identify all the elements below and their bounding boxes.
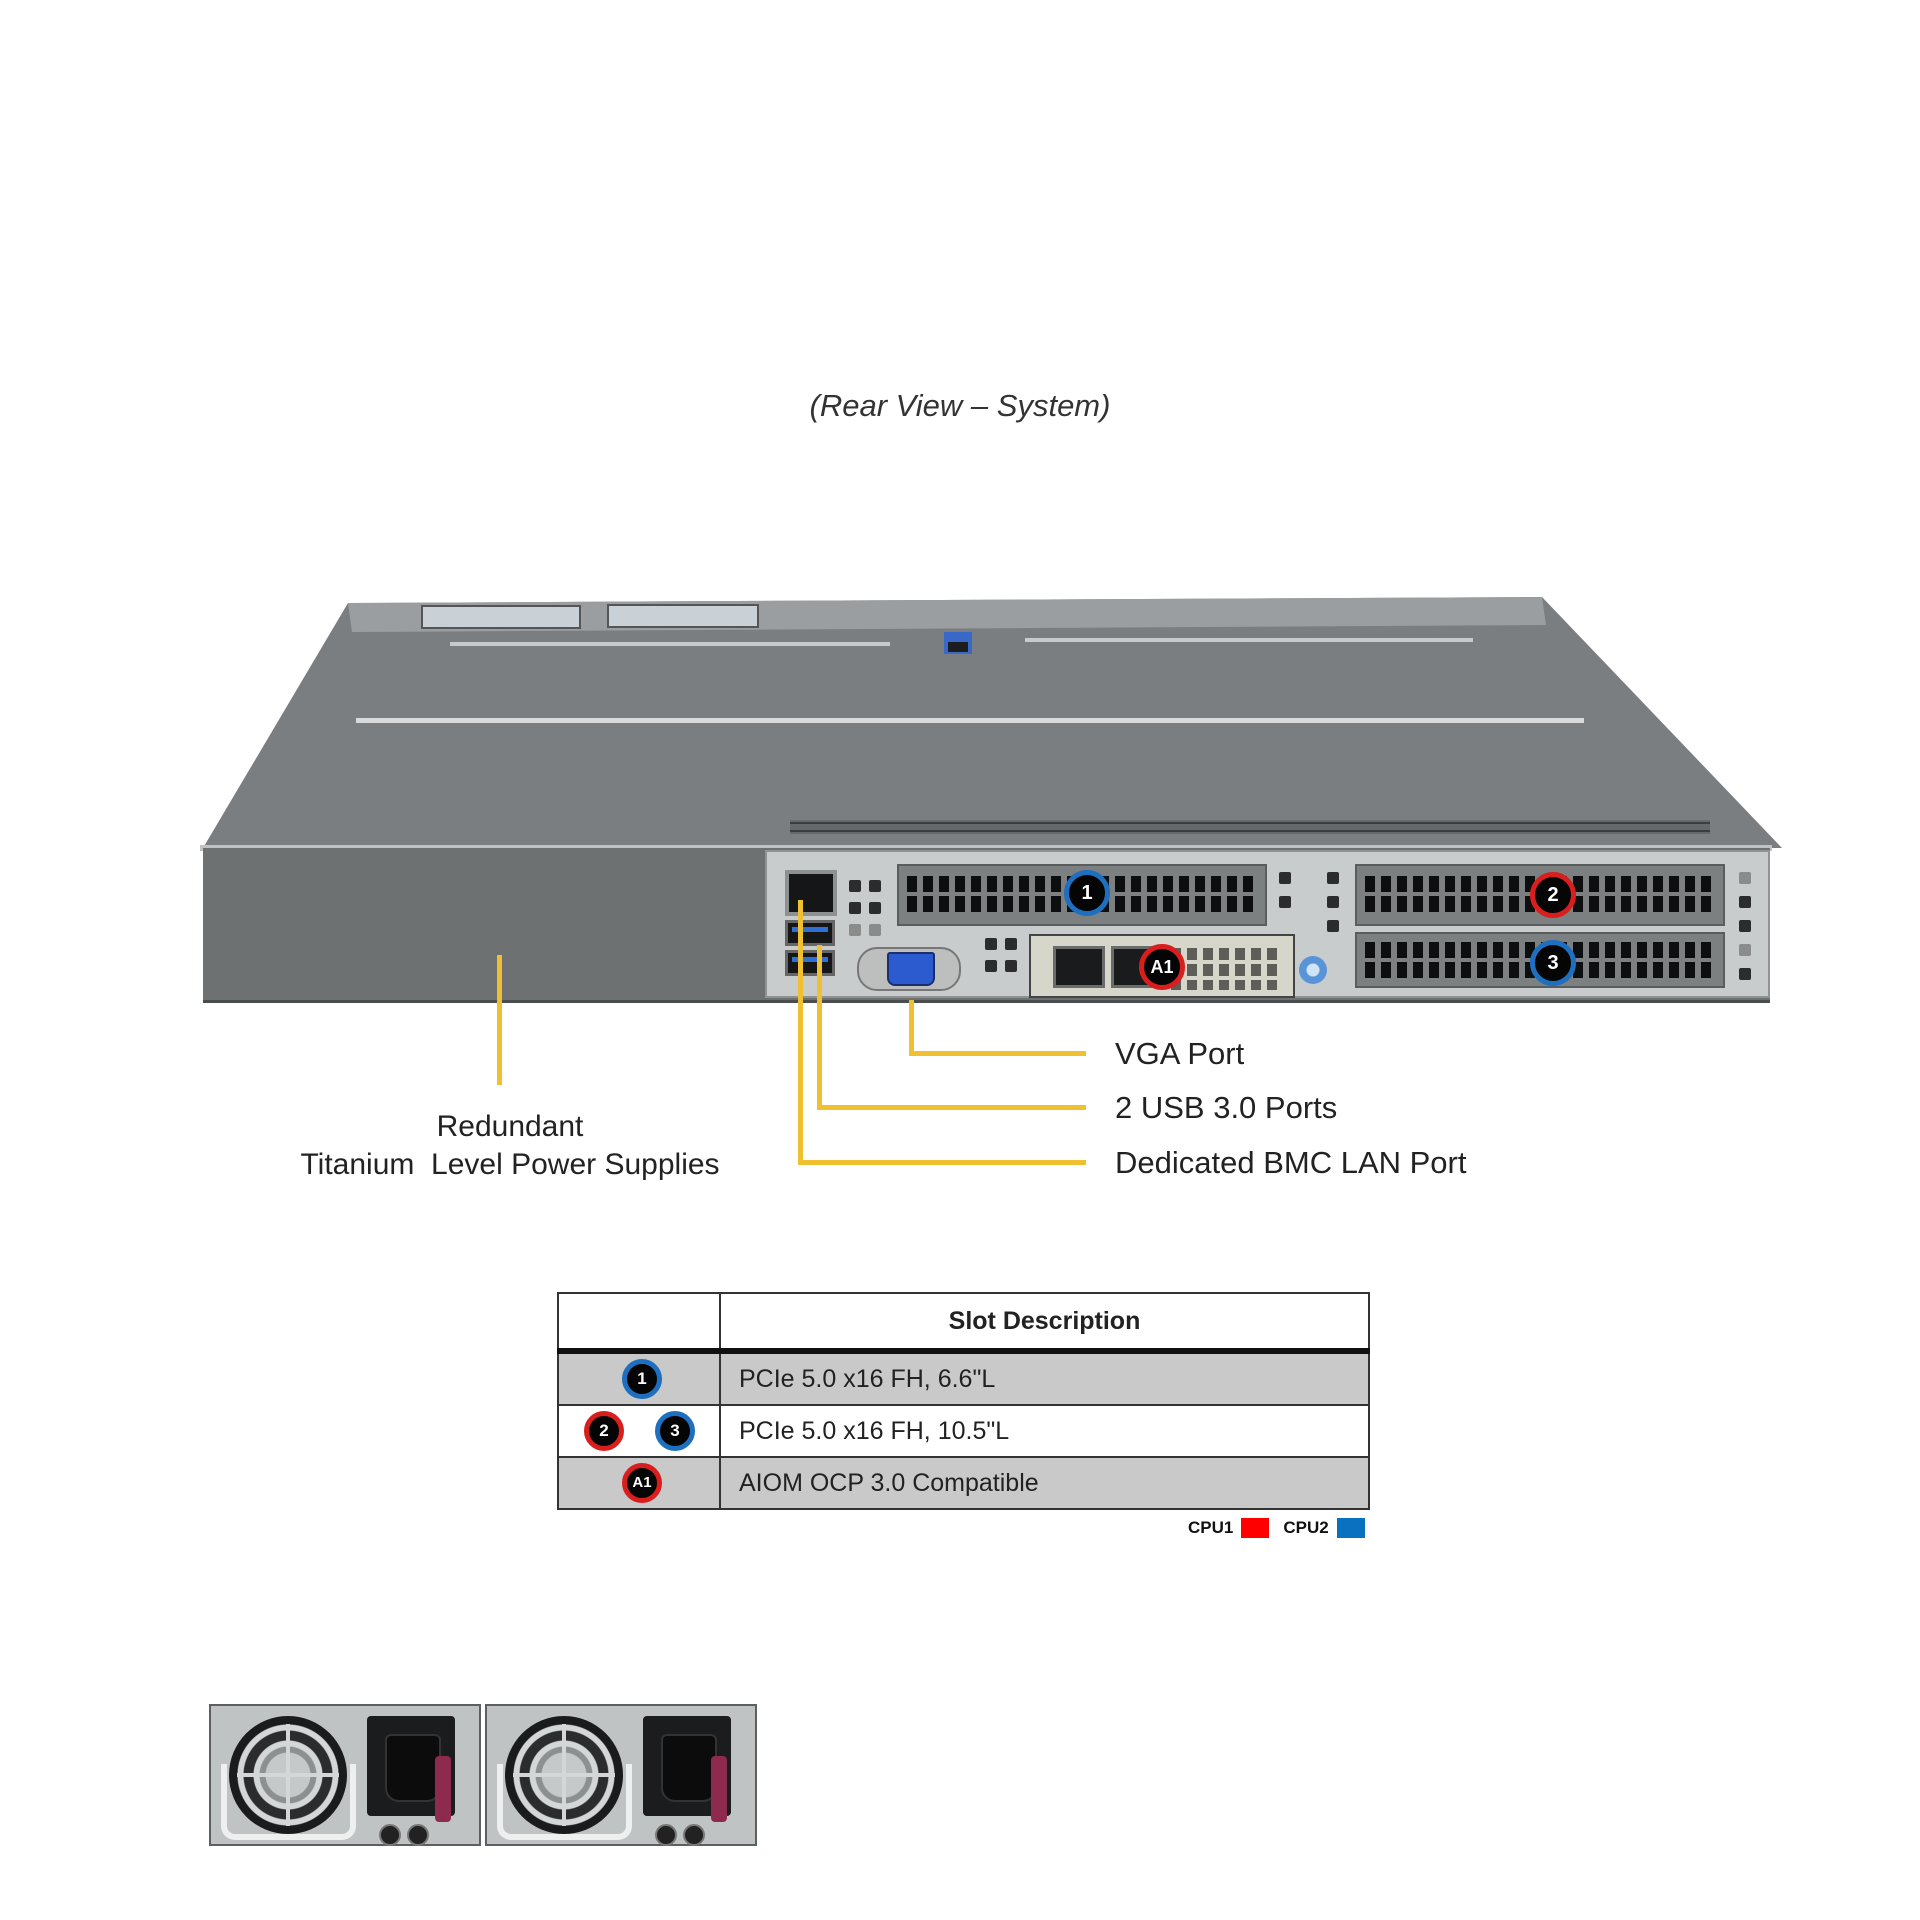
fan-icon	[505, 1716, 623, 1834]
slot-icons-cell: 2 3	[557, 1404, 721, 1458]
table-row: A1 AIOM OCP 3.0 Compatible	[557, 1456, 1370, 1510]
usb-leader-horizontal	[817, 1105, 1086, 1110]
thumbscrew-icon[interactable]	[1299, 956, 1327, 984]
psu-led	[407, 1824, 429, 1846]
bmc-lan-port-label: Dedicated BMC LAN Port	[1115, 1145, 1467, 1180]
power-supply-2	[485, 1704, 757, 1846]
legend-cpu1-swatch	[1241, 1518, 1270, 1538]
slot-1-badge: 1	[622, 1359, 662, 1399]
slot-description: AIOM OCP 3.0 Compatible	[719, 1456, 1370, 1510]
psu-led	[683, 1824, 705, 1846]
table-row: 2 3 PCIe 5.0 x16 FH, 10.5"L	[557, 1404, 1370, 1458]
slot-description-table: Slot Description 1 PCIe 5.0 x16 FH, 6.6"…	[557, 1292, 1370, 1510]
vga-port-label: VGA Port	[1115, 1036, 1245, 1071]
slot-1-badge: 1	[1064, 870, 1110, 916]
slot-icons-cell: 1	[557, 1350, 721, 1406]
psu-leader-line	[497, 955, 502, 1085]
slot-description: PCIe 5.0 x16 FH, 10.5"L	[719, 1404, 1370, 1458]
usb-ports-label: 2 USB 3.0 Ports	[1115, 1090, 1338, 1125]
power-supply-label: Redundant Titanium Level Power Supplies	[280, 1108, 740, 1184]
cpu-legend: CPU1 CPU2	[1188, 1518, 1365, 1538]
bmc-leader-vertical	[798, 900, 803, 1165]
aiom-badge: A1	[622, 1463, 662, 1503]
slot-2-badge: 2	[1530, 872, 1576, 918]
slot-description: PCIe 5.0 x16 FH, 6.6"L	[719, 1350, 1370, 1406]
psu-release-latch[interactable]	[435, 1756, 451, 1822]
pcie-slot-1	[897, 864, 1267, 926]
legend-cpu1-label: CPU1	[1188, 1518, 1234, 1537]
slot-3-badge: 3	[655, 1411, 695, 1451]
table-header-blank	[557, 1292, 721, 1354]
figure-caption: (Rear View – System)	[809, 388, 1111, 423]
bmc-leader-horizontal	[798, 1160, 1086, 1165]
aiom-badge: A1	[1139, 944, 1185, 990]
psu-led	[655, 1824, 677, 1846]
slot-icons-cell: A1	[557, 1456, 721, 1510]
io-panel	[765, 850, 1770, 998]
usb-port-2[interactable]	[785, 950, 835, 976]
legend-cpu2-label: CPU2	[1283, 1518, 1329, 1537]
fan-icon	[229, 1716, 347, 1834]
vga-port[interactable]	[857, 947, 961, 991]
bmc-lan-port[interactable]	[785, 870, 837, 916]
table-row: 1 PCIe 5.0 x16 FH, 6.6"L	[557, 1350, 1370, 1406]
psu-handle[interactable]	[221, 1764, 356, 1840]
psu-led	[379, 1824, 401, 1846]
psu-release-latch[interactable]	[711, 1756, 727, 1822]
slot-2-badge: 2	[584, 1411, 624, 1451]
slot-3-badge: 3	[1530, 940, 1576, 986]
usb-leader-vertical	[817, 945, 822, 1109]
psu-label-line2: Titanium Level Power Supplies	[300, 1148, 720, 1181]
psu-handle[interactable]	[497, 1764, 632, 1840]
psu-label-line1: Redundant	[436, 1110, 584, 1143]
ocp-network-port[interactable]	[1053, 946, 1105, 988]
table-header-slot-description: Slot Description	[719, 1292, 1370, 1354]
legend-cpu2-swatch	[1336, 1518, 1365, 1538]
vga-leader-horizontal	[909, 1051, 1086, 1056]
vga-leader-vertical	[909, 1000, 914, 1055]
usb-port-1[interactable]	[785, 920, 835, 946]
power-supply-1	[209, 1704, 481, 1846]
